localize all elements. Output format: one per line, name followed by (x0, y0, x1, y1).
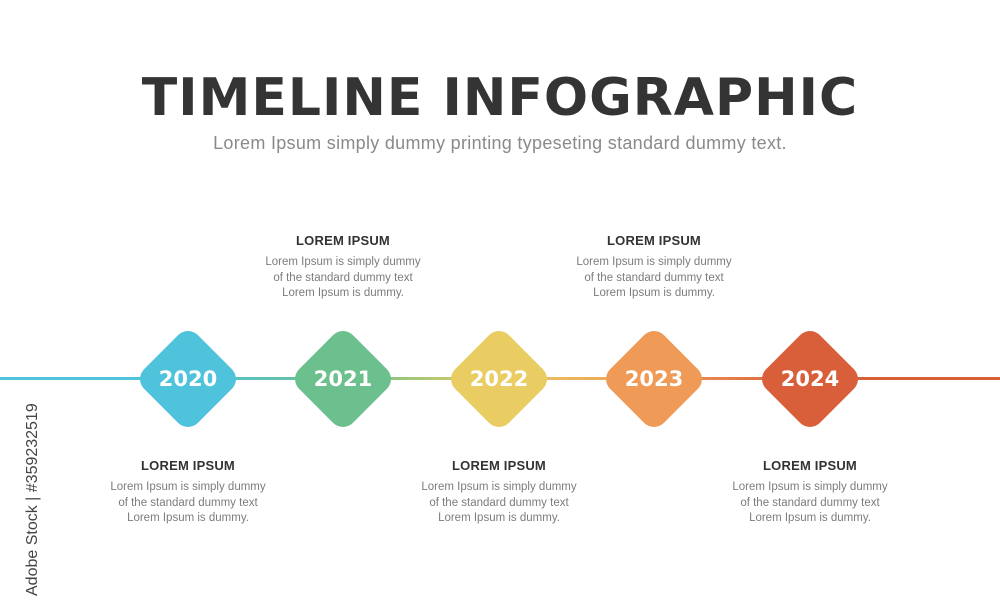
page-subtitle: Lorem Ipsum simply dummy printing typese… (213, 133, 787, 153)
timeline-line-segment (188, 377, 343, 380)
timeline-node-2022: 2022 (444, 324, 554, 434)
milestone-heading: LOREM IPSUM (141, 458, 235, 473)
timeline-line-segment (343, 377, 499, 380)
year-label: 2022 (469, 367, 529, 391)
page-title: TIMELINE INFOGRAPHIC (141, 68, 859, 128)
year-label: 2024 (780, 367, 840, 391)
milestone-heading: LOREM IPSUM (607, 233, 701, 248)
timeline-line-segment (0, 377, 188, 380)
milestone-description-line: Lorem Ipsum is simply dummy (732, 481, 888, 493)
year-label: 2023 (624, 367, 684, 391)
milestone-text-2020: LOREM IPSUM Lorem Ipsum is simply dummy of… (78, 458, 298, 527)
year-label: 2020 (158, 367, 218, 391)
milestone-description-line: of the standard dummy text (740, 496, 880, 509)
milestone-description-line: Lorem Ipsum is dummy. (438, 512, 560, 524)
timeline-line-segment (499, 377, 654, 380)
stock-watermark: Adobe Stock | #359232519 (6, 366, 41, 596)
milestone-description-line: Lorem Ipsum is simply dummy (110, 481, 266, 493)
year-label: 2021 (313, 367, 373, 391)
milestone-description-line: of the standard dummy text (429, 496, 569, 509)
milestone-heading: LOREM IPSUM (763, 458, 857, 473)
milestone-text-2022: LOREM IPSUM Lorem Ipsum is simply dummy of… (389, 458, 609, 527)
milestone-description-line: Lorem Ipsum is simply dummy (576, 256, 732, 268)
milestone-description-line: Lorem Ipsum is simply dummy (265, 256, 421, 268)
milestone-heading: LOREM IPSUM (296, 233, 390, 248)
milestone-description-line: of the standard dummy text (118, 496, 258, 509)
milestone-description-line: of the standard dummy text (273, 271, 413, 284)
timeline-node-2021: 2021 (288, 324, 398, 434)
timeline-line-segment (654, 377, 810, 380)
timeline-node-2024: 2024 (755, 324, 865, 434)
milestone-description-line: Lorem Ipsum is dummy. (127, 512, 249, 524)
milestone-text-2021: LOREM IPSUM Lorem Ipsum is simply dummy of… (233, 233, 453, 302)
timeline-node-2020: 2020 (133, 324, 243, 434)
milestone-description-line: Lorem Ipsum is dummy. (593, 287, 715, 299)
watermark-text: Adobe Stock | #359232519 (24, 403, 41, 596)
milestone-text-2024: LOREM IPSUM Lorem Ipsum is simply dummy of… (700, 458, 920, 527)
milestone-description-line: Lorem Ipsum is simply dummy (421, 481, 577, 493)
milestone-description-line: of the standard dummy text (584, 271, 724, 284)
milestone-description-line: Lorem Ipsum is dummy. (749, 512, 871, 524)
milestone-heading: LOREM IPSUM (452, 458, 546, 473)
milestone-text-2023: LOREM IPSUM Lorem Ipsum is simply dummy of… (544, 233, 764, 302)
timeline-node-2023: 2023 (599, 324, 709, 434)
milestone-description-line: Lorem Ipsum is dummy. (282, 287, 404, 299)
timeline-line-segment (810, 377, 1000, 380)
